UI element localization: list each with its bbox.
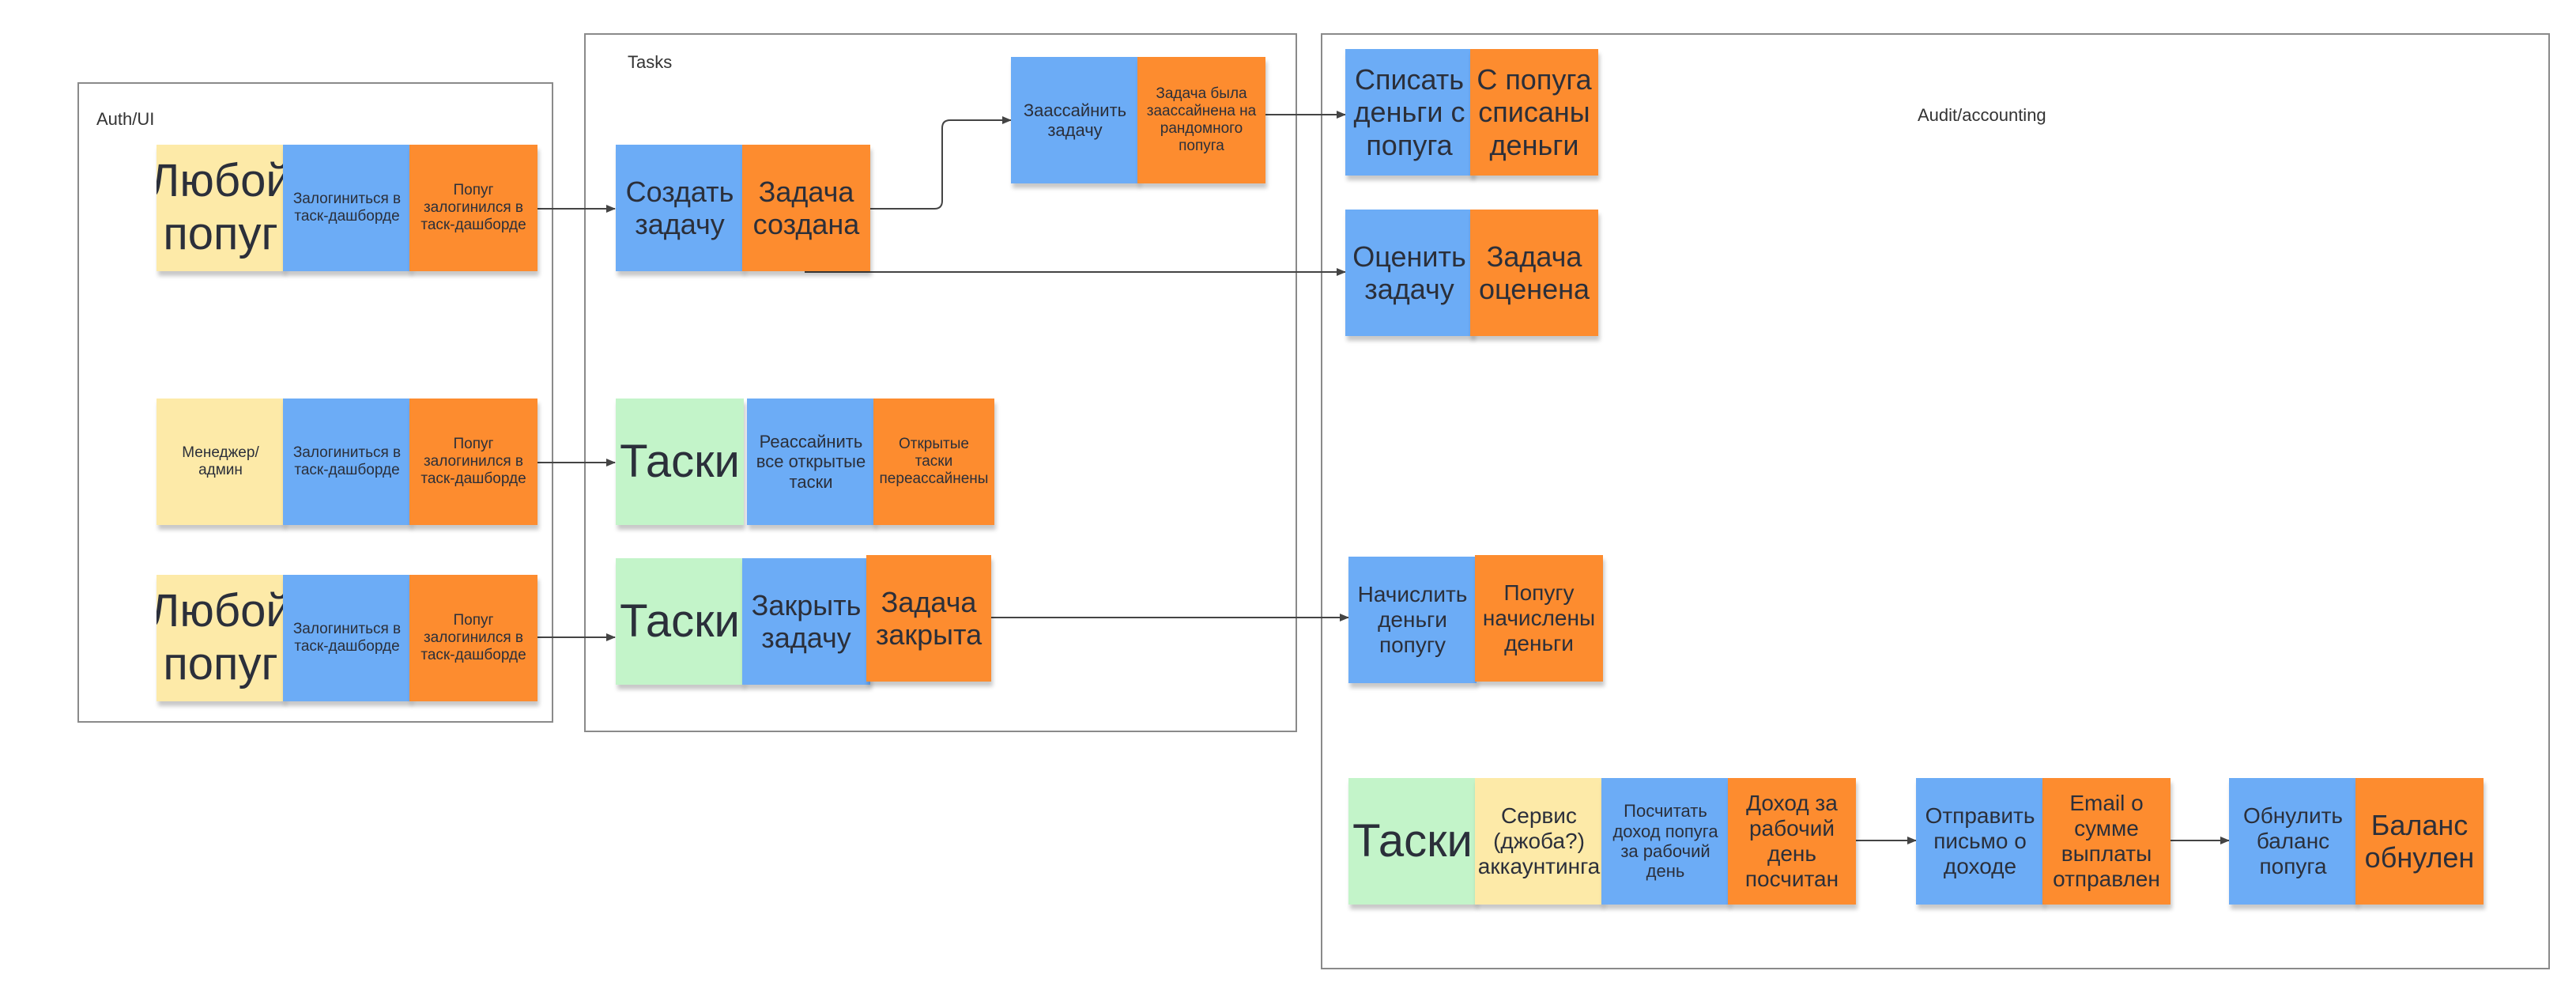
sticky-command-create-task[interactable]: Создать задачу [616, 145, 744, 271]
audit-frame [1321, 33, 2550, 969]
sticky-event-daily-income-calculated[interactable]: Доход за рабочий день посчитан [1728, 778, 1856, 905]
sticky-command-calc-daily-income[interactable]: Посчитать доход попуга за рабочий день [1601, 778, 1729, 905]
sticky-actor-manager-admin[interactable]: Менеджер/админ [157, 399, 285, 525]
sticky-event-logged-in[interactable]: Попуг залогинился в таск-дашборде [409, 145, 537, 271]
sticky-event-task-assigned[interactable]: Задача была заассайнена на рандомного по… [1137, 57, 1265, 183]
sticky-command-charge-parrot[interactable]: Списать деньги с попуга [1345, 49, 1473, 176]
tasks-frame [584, 33, 1297, 732]
sticky-event-parrot-paid[interactable]: Попугу начислены деньги [1475, 555, 1603, 682]
connector-create-to-assign [868, 116, 1012, 210]
sticky-event-logged-in[interactable]: Попуг залогинился в таск-дашборде [409, 575, 537, 701]
sticky-command-pay-parrot[interactable]: Начислить деньги попугу [1348, 557, 1477, 683]
sticky-event-task-estimated[interactable]: Задача оценена [1470, 210, 1598, 336]
sticky-command-reassign-open-tasks[interactable]: Реассайнить все открытые таски [747, 399, 875, 525]
auth-frame-title: Auth/UI [96, 109, 155, 129]
sticky-event-balance-reset[interactable]: Баланс обнулен [2355, 778, 2484, 905]
sticky-read-model-tasks[interactable]: Таски [616, 399, 744, 525]
sticky-actor-accounting-service[interactable]: Сервис (джоба?) аккаунтинга [1475, 778, 1603, 905]
tasks-frame-title: Tasks [628, 52, 673, 72]
sticky-read-model-tasks[interactable]: Таски [616, 558, 744, 685]
sticky-command-close-task[interactable]: Закрыть задачу [742, 558, 870, 685]
sticky-event-logged-in[interactable]: Попуг залогинился в таск-дашборде [409, 399, 537, 525]
sticky-command-reset-balance[interactable]: Обнулить баланс попуга [2229, 778, 2357, 905]
auth-frame [77, 82, 553, 723]
sticky-command-login[interactable]: Залогиниться в таск-дашборде [283, 145, 411, 271]
sticky-event-task-created[interactable]: Задача создана [742, 145, 870, 271]
sticky-command-estimate-task[interactable]: Оценить задачу [1345, 210, 1473, 336]
sticky-event-task-closed[interactable]: Задача закрыта [866, 555, 991, 682]
sticky-event-parrot-charged[interactable]: С попуга списаны деньги [1470, 49, 1598, 176]
sticky-command-assign-task[interactable]: Заассайнить задачу [1011, 57, 1139, 183]
sticky-event-email-sent[interactable]: Email о сумме выплаты отправлен [2042, 778, 2171, 905]
sticky-command-login[interactable]: Залогиниться в таск-дашборде [283, 575, 411, 701]
sticky-actor-any-parrot[interactable]: Любой попуг [157, 575, 285, 701]
sticky-command-send-income-email[interactable]: Отправить письмо о доходе [1916, 778, 2044, 905]
sticky-read-model-tasks[interactable]: Таски [1348, 778, 1477, 905]
audit-frame-title: Audit/accounting [1918, 105, 2046, 125]
sticky-actor-any-parrot[interactable]: Любой попуг [157, 145, 285, 271]
sticky-event-open-tasks-reassigned[interactable]: Открытые таски переассайнены [873, 399, 994, 525]
sticky-command-login[interactable]: Залогиниться в таск-дашборде [283, 399, 411, 525]
